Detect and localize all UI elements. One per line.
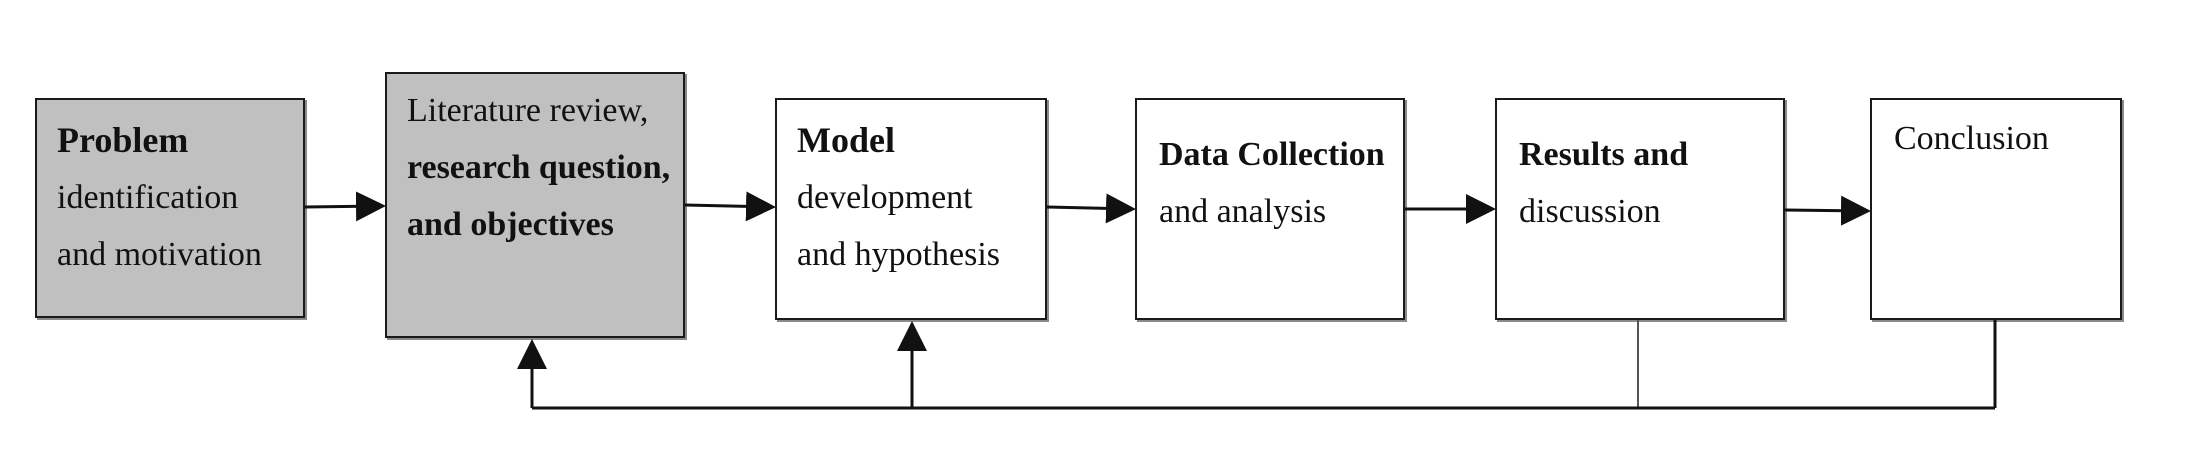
arrow-problem-to-literature: [304, 191, 386, 222]
box-results-line-1: Results and: [1519, 136, 1689, 173]
box-data-line-1: Data Collection: [1159, 136, 1385, 173]
box-problem-line-3: and motivation: [57, 236, 262, 273]
box-model-line-2: development: [797, 179, 973, 216]
box-conclusion: Conclusion: [1870, 98, 2122, 320]
box-model-line-3: and hypothesis: [797, 236, 1001, 273]
box-results-line-2: discussion: [1519, 193, 1661, 230]
box-model-line-1: Model: [797, 120, 895, 160]
arrow-results-to-conclusion: [1784, 195, 1871, 226]
box-literature-line-3: and objectives: [407, 206, 614, 243]
arrow-model-to-data: [1046, 193, 1136, 224]
box-results-discussion: Results and discussion: [1495, 98, 1785, 320]
box-conclusion-line-1: Conclusion: [1894, 120, 2049, 157]
box-literature-line-1: Literature review,: [407, 92, 649, 129]
box-problem-identification: Problem identification and motivation: [35, 98, 305, 318]
box-literature-line-2: research question,: [407, 149, 671, 186]
arrow-literature-to-model: [684, 191, 776, 222]
box-data-line-2: and analysis: [1159, 193, 1327, 230]
box-literature-review: Literature review, research question, an…: [385, 72, 685, 338]
box-problem-line-2: identification: [57, 179, 239, 216]
box-data-collection: Data Collection and analysis: [1135, 98, 1405, 320]
box-model-development: Model development and hypothesis: [775, 98, 1047, 320]
box-problem-line-1: Problem: [57, 120, 189, 160]
